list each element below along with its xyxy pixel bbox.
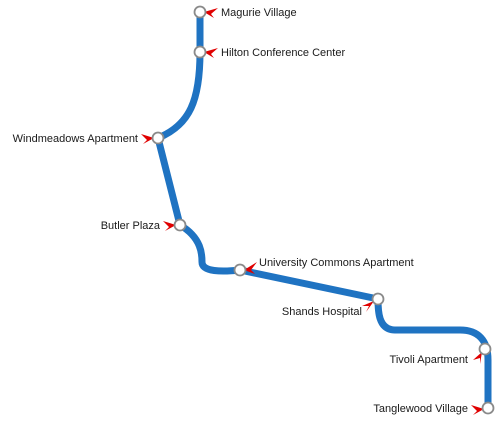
stop-hilton-conference-center[interactable]: Hilton Conference Center	[193, 45, 346, 60]
stop-marker-circle[interactable]	[371, 292, 385, 306]
red-flag-icon	[244, 262, 257, 274]
red-flag-icon	[163, 221, 176, 231]
stop-marker-circle[interactable]	[173, 218, 187, 232]
stop-marker-circle[interactable]	[193, 5, 207, 19]
red-flag-icon	[141, 134, 154, 144]
stop-label: Tivoli Apartment	[390, 354, 468, 366]
stop-tivoli-apartment[interactable]: Tivoli Apartment	[390, 342, 492, 367]
stop-marker-circle[interactable]	[478, 342, 492, 356]
stop-shands-hospital[interactable]: Shands Hospital	[282, 292, 385, 319]
red-flag-icon	[473, 352, 482, 364]
stop-label: Hilton Conference Center	[221, 47, 345, 59]
stop-butler-plaza[interactable]: Butler Plaza	[101, 218, 187, 233]
stop-marker-circle[interactable]	[481, 401, 495, 415]
stop-label: Windmeadows Apartment	[13, 133, 138, 145]
stop-label: Butler Plaza	[101, 220, 161, 232]
stop-label: Shands Hospital	[282, 306, 362, 318]
red-flag-icon	[204, 48, 218, 58]
stop-marker-circle[interactable]	[151, 131, 165, 145]
stop-label: University Commons Apartment	[259, 257, 414, 269]
stop-label: Tanglewood Village	[373, 403, 468, 415]
red-flag-icon	[471, 405, 484, 415]
stop-windmeadows-apartment[interactable]: Windmeadows Apartment	[13, 131, 165, 146]
stop-magurie-village[interactable]: Magurie Village	[193, 5, 297, 20]
stop-marker-circle[interactable]	[193, 45, 207, 59]
stop-university-commons-apartment[interactable]: University Commons Apartment	[233, 257, 414, 277]
bus-route-line	[154, 8, 492, 412]
stop-label: Magurie Village	[221, 7, 297, 19]
red-flag-icon	[362, 301, 374, 312]
stop-marker-circle[interactable]	[233, 263, 247, 277]
red-flag-icon	[204, 8, 218, 18]
stop-tanglewood-village[interactable]: Tanglewood Village	[373, 401, 495, 416]
